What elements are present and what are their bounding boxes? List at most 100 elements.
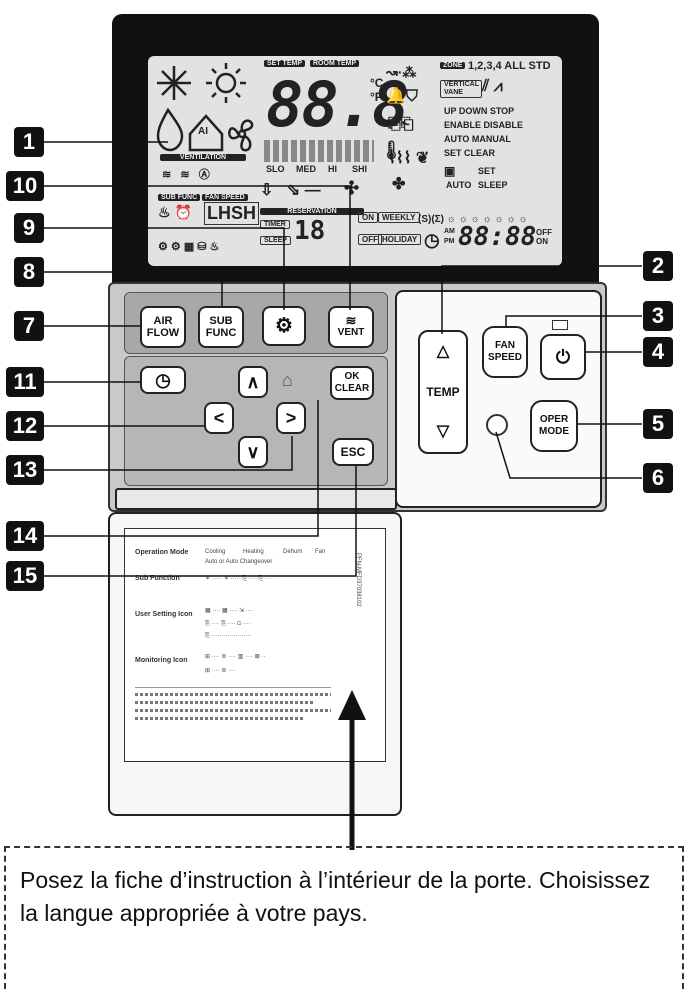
- reservation-label: RESERVATION: [260, 208, 364, 215]
- card-note-line-4: [135, 717, 305, 720]
- reservation-digits: 18: [294, 216, 326, 246]
- up-button[interactable]: ∧: [238, 366, 268, 398]
- air-flow-button[interactable]: AIR FLOW: [140, 306, 186, 348]
- leader-6: [495, 431, 642, 479]
- callout-15: 15: [6, 561, 44, 591]
- triangle-down-icon: ▽: [436, 423, 450, 440]
- card-fan: Fan: [315, 549, 326, 555]
- fan-speed-bar: [264, 140, 374, 162]
- zone-numbers: 1,2,3,4 ALL STD: [468, 60, 551, 72]
- power-button[interactable]: ⏻: [540, 334, 586, 380]
- ventilation-label: VENTILATION: [160, 154, 246, 161]
- chevron-up-icon: ∧: [246, 372, 260, 392]
- fan-blade-icon: [228, 119, 254, 152]
- card-operation-mode: Operation Mode: [135, 549, 189, 556]
- temp-rocker-button[interactable]: △ TEMP ▽: [418, 330, 468, 454]
- callout-9: 9: [14, 213, 44, 243]
- day-icons: (S)(Σ) ☼ ☼ ☼ ☼ ☼ ☼ ☼: [418, 214, 528, 225]
- left-button[interactable]: <: [204, 402, 234, 434]
- unit-celsius: °C: [370, 76, 384, 90]
- leader-2: [441, 265, 642, 334]
- settings-button[interactable]: ⚙: [262, 306, 306, 346]
- speed-hi: HI: [328, 164, 337, 174]
- callout-13: 13: [6, 455, 44, 485]
- auto-clock-label: AUTO: [446, 180, 472, 190]
- set-clear-label: SET CLEAR: [444, 148, 496, 158]
- set-clock-label: SET: [478, 166, 496, 176]
- sleep-box: SLEEP: [260, 236, 291, 245]
- instruction-card: Operation Mode Cooling Heating Dehum Fan…: [124, 528, 386, 762]
- zone-label: ZONE: [440, 62, 466, 69]
- enable-disable-label: ENABLE DISABLE: [444, 120, 524, 130]
- up-down-stop-label: UP DOWN STOP: [444, 106, 515, 116]
- clock-icon: ◷: [155, 370, 171, 390]
- card-user-icons-2: ⎘ ···· ⎘ ···· ⊡ ····: [205, 621, 251, 627]
- chevron-left-icon: <: [213, 408, 225, 428]
- fan-speed-button[interactable]: FAN SPEED: [482, 326, 528, 378]
- sub-func-icons: ♨ ⏰: [158, 204, 192, 220]
- oper-mode-button[interactable]: OPER MODE: [530, 400, 578, 452]
- instruction-caption: Posez la fiche d’instruction à l’intérie…: [20, 867, 651, 926]
- vent-label: VENT: [337, 327, 365, 338]
- card-divider: [135, 687, 331, 688]
- set-temp-label: SET TEMP: [264, 60, 306, 67]
- swing-icon: ↝·⁂: [386, 64, 417, 80]
- ai-label: AI: [198, 126, 208, 137]
- esc-button[interactable]: ESC: [332, 438, 374, 466]
- ok-clear-button[interactable]: OK CLEAR: [330, 366, 374, 400]
- right-button[interactable]: >: [276, 402, 306, 434]
- speed-shi: SHI: [352, 164, 368, 174]
- clock-icon: ◷: [424, 230, 440, 250]
- card-dehum: Dehum: [283, 549, 303, 555]
- holiday-label: HOLIDAY: [378, 234, 422, 245]
- card-auto: Auto or Auto Changeover: [205, 559, 273, 565]
- home-icon: ⌂: [282, 370, 293, 390]
- am-label: AM: [444, 228, 455, 235]
- chevron-down-icon: ∨: [246, 442, 260, 462]
- callout-2: 2: [643, 251, 673, 281]
- lcd-screen: AI VENTILATION ≋ ≋ Ⓐ SET TEMP ROOM TEMP …: [148, 56, 562, 266]
- room-temp-label: ROOM TEMP: [310, 60, 360, 67]
- unit-fahrenheit: °F: [370, 90, 383, 104]
- arrow-head: [338, 690, 366, 720]
- card-monitoring: Monitoring Icon: [135, 657, 188, 664]
- card-sub-icons: ⚘ ····· ⚘ ····· ⎘ ···· ⎘ ····: [205, 576, 273, 582]
- leader-3: [505, 315, 642, 326]
- callout-1: 1: [14, 127, 44, 157]
- leader-14: [44, 400, 319, 537]
- power-icon: ⏻: [555, 347, 571, 367]
- card-sub-function: Sub Function: [135, 575, 180, 582]
- callout-6: 6: [643, 463, 673, 493]
- leader-8: [44, 271, 223, 306]
- leader-9: [44, 227, 285, 310]
- off-label: OFF: [358, 234, 382, 245]
- ventilation-icons: ≋ ≋ Ⓐ: [162, 169, 210, 181]
- callout-8: 8: [14, 257, 44, 287]
- vent-button[interactable]: ≋VENT: [328, 306, 374, 348]
- speed-med: MED: [296, 164, 316, 174]
- gear-icon: ⚙: [275, 315, 293, 337]
- status-icons-row: ⚙ ⚙ ▦ ⛁ ♨: [158, 241, 220, 253]
- card-monitor-icons-2: ⊞ ···· ⊜ ····: [205, 668, 237, 674]
- leader-10: [44, 185, 351, 310]
- auto-manual-label: AUTO MANUAL: [444, 134, 511, 144]
- callout-10: 10: [6, 171, 44, 201]
- callout-4: 4: [643, 337, 673, 367]
- down-button[interactable]: ∨: [238, 436, 268, 468]
- card-user-icons-3: ⎘ ····················: [205, 633, 252, 639]
- callout-3: 3: [643, 301, 673, 331]
- ai-house-icon: [188, 114, 224, 152]
- triangle-up-icon: △: [436, 343, 450, 360]
- fan-auto-icon: ✤: [392, 176, 406, 193]
- callout-14: 14: [6, 521, 44, 551]
- callout-11: 11: [6, 367, 44, 397]
- thermometer-icon: 🌡: [380, 140, 403, 160]
- water-drop-icon: [156, 107, 184, 152]
- timer-button[interactable]: ◷: [140, 366, 186, 394]
- mode-icons: [156, 63, 254, 152]
- sub-func-button[interactable]: SUB FUNC: [198, 306, 244, 348]
- vent-icon: ≋: [345, 313, 357, 328]
- door-hinge: [115, 488, 397, 510]
- card-note-line-3: [135, 709, 331, 712]
- sun-icon: [206, 63, 246, 103]
